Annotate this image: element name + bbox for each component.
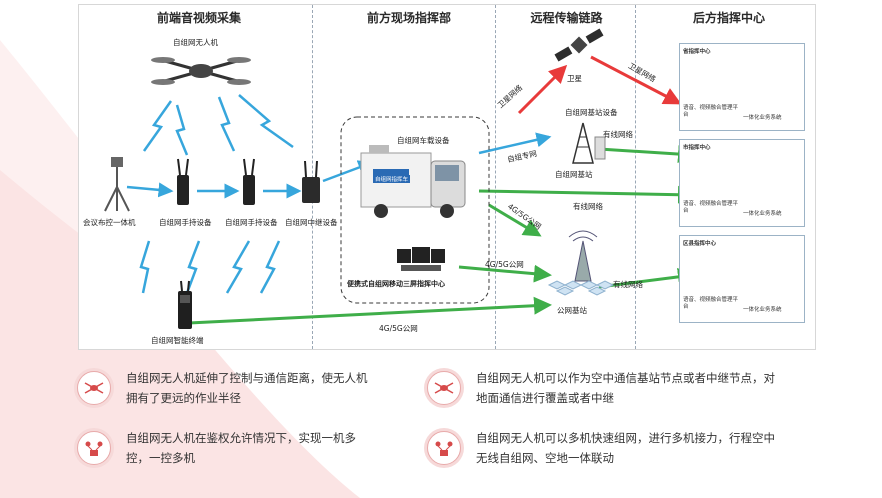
column-divider bbox=[495, 5, 496, 349]
system-caption: 一体化业务系统 bbox=[743, 211, 782, 217]
handheld-device-icon bbox=[243, 158, 255, 205]
feature-text: 自组网无人机可以作为空中通信基站节点或者中继节点，对 bbox=[476, 371, 775, 385]
command-center-provincial bbox=[679, 43, 805, 131]
feature-text: 拥有了更远的作业半径 bbox=[126, 391, 241, 405]
handheld-device-icon bbox=[177, 158, 189, 205]
feature-text: 控，一控多机 bbox=[126, 451, 195, 465]
handheld-label: 自组网手持设备 bbox=[225, 218, 278, 227]
platform-caption: 语音、视频融合管理平台 bbox=[683, 105, 739, 118]
column-header-remote-link: 远程传输链路 bbox=[530, 11, 603, 25]
feature-text: 地面通信进行覆盖或者中继 bbox=[476, 391, 614, 405]
relay-label: 自组网中继设备 bbox=[285, 218, 338, 227]
platform-caption: 语音、视频融合管理平台 bbox=[683, 201, 739, 214]
public-network-label: 4G/5G公网 bbox=[485, 260, 524, 269]
feature-text: 自组网无人机在鉴权允许情况下，实现一机多 bbox=[126, 431, 356, 445]
satellite-icon bbox=[554, 28, 604, 62]
handheld-label: 自组网手持设备 bbox=[159, 218, 212, 227]
adhoc-station-label: 自组网基站 bbox=[555, 170, 593, 179]
command-center-title: 市指挥中心 bbox=[683, 145, 711, 151]
vehicle-label: 自组网车载设备 bbox=[397, 136, 450, 145]
system-caption: 一体化业务系统 bbox=[743, 115, 782, 121]
adhoc-base-label: 自组网基站设备 bbox=[565, 108, 618, 117]
conference-unit-icon bbox=[104, 157, 130, 212]
portable-command-label: 便携式自组网移动三屏指挥中心 bbox=[347, 280, 445, 288]
feature-text: 自组网无人机延伸了控制与通信距离，使无人机 bbox=[126, 371, 368, 385]
feature-item: 自组网无人机可以作为空中通信基站节点或者中继节点，对地面通信进行覆盖或者中继 bbox=[424, 368, 775, 408]
system-caption: 一体化业务系统 bbox=[743, 307, 782, 313]
platform-caption: 语音、视频融合管理平台 bbox=[683, 297, 739, 310]
wired-network-label: 有线网络 bbox=[613, 280, 643, 289]
wired-network-label: 有线网络 bbox=[603, 130, 633, 139]
uav-label: 自组网无人机 bbox=[173, 38, 218, 47]
multi-drone-icon bbox=[74, 428, 114, 468]
adhoc-tower-icon bbox=[572, 122, 606, 164]
command-center-county bbox=[679, 235, 805, 323]
command-center-title: 省指挥中心 bbox=[683, 49, 711, 55]
smart-terminal-icon bbox=[178, 280, 192, 329]
column-header-front-capture: 前端音视频采集 bbox=[156, 11, 241, 25]
uav-icon bbox=[151, 57, 251, 85]
drone-icon bbox=[74, 368, 114, 408]
public-base-station-icon bbox=[547, 230, 615, 296]
wireless-link-bolts bbox=[139, 94, 294, 294]
wired-network-label: 有线网络 bbox=[573, 202, 603, 211]
network-diagram: 前端音视频采集 前方现场指挥部 远程传输链路 后方指挥中心 bbox=[78, 4, 816, 350]
drone-icon bbox=[424, 368, 464, 408]
public-station-label: 公网基站 bbox=[557, 306, 587, 315]
feature-item: 自组网无人机延伸了控制与通信距离，使无人机拥有了更远的作业半径 bbox=[74, 368, 368, 408]
feature-item: 自组网无人机在鉴权允许情况下，实现一机多控，一控多机 bbox=[74, 428, 356, 468]
relay-device-icon bbox=[302, 160, 320, 203]
column-header-rear-command: 后方指挥中心 bbox=[692, 11, 765, 25]
portable-command-center-icon bbox=[397, 247, 445, 271]
field-command-box bbox=[340, 116, 490, 304]
public-network-label: 4G/5G公网 bbox=[379, 324, 418, 333]
column-divider bbox=[635, 5, 636, 349]
satellite-label: 卫星 bbox=[567, 74, 582, 83]
command-center-title: 区县指挥中心 bbox=[683, 241, 717, 247]
vehicle-side-text: 自组网指挥车 bbox=[373, 175, 411, 183]
smart-terminal-label: 自组网智能终端 bbox=[151, 336, 204, 345]
feature-text: 自组网无人机可以多机快速组网，进行多机接力，行程空中 bbox=[476, 431, 775, 445]
conference-unit-label: 会议布控一体机 bbox=[83, 218, 136, 227]
feature-text: 无线自组网、空地一体联动 bbox=[476, 451, 614, 465]
command-center-city bbox=[679, 139, 805, 227]
multi-drone-icon bbox=[424, 428, 464, 468]
feature-item: 自组网无人机可以多机快速组网，进行多机接力，行程空中无线自组网、空地一体联动 bbox=[424, 428, 775, 468]
column-header-field-command: 前方现场指挥部 bbox=[366, 11, 451, 25]
